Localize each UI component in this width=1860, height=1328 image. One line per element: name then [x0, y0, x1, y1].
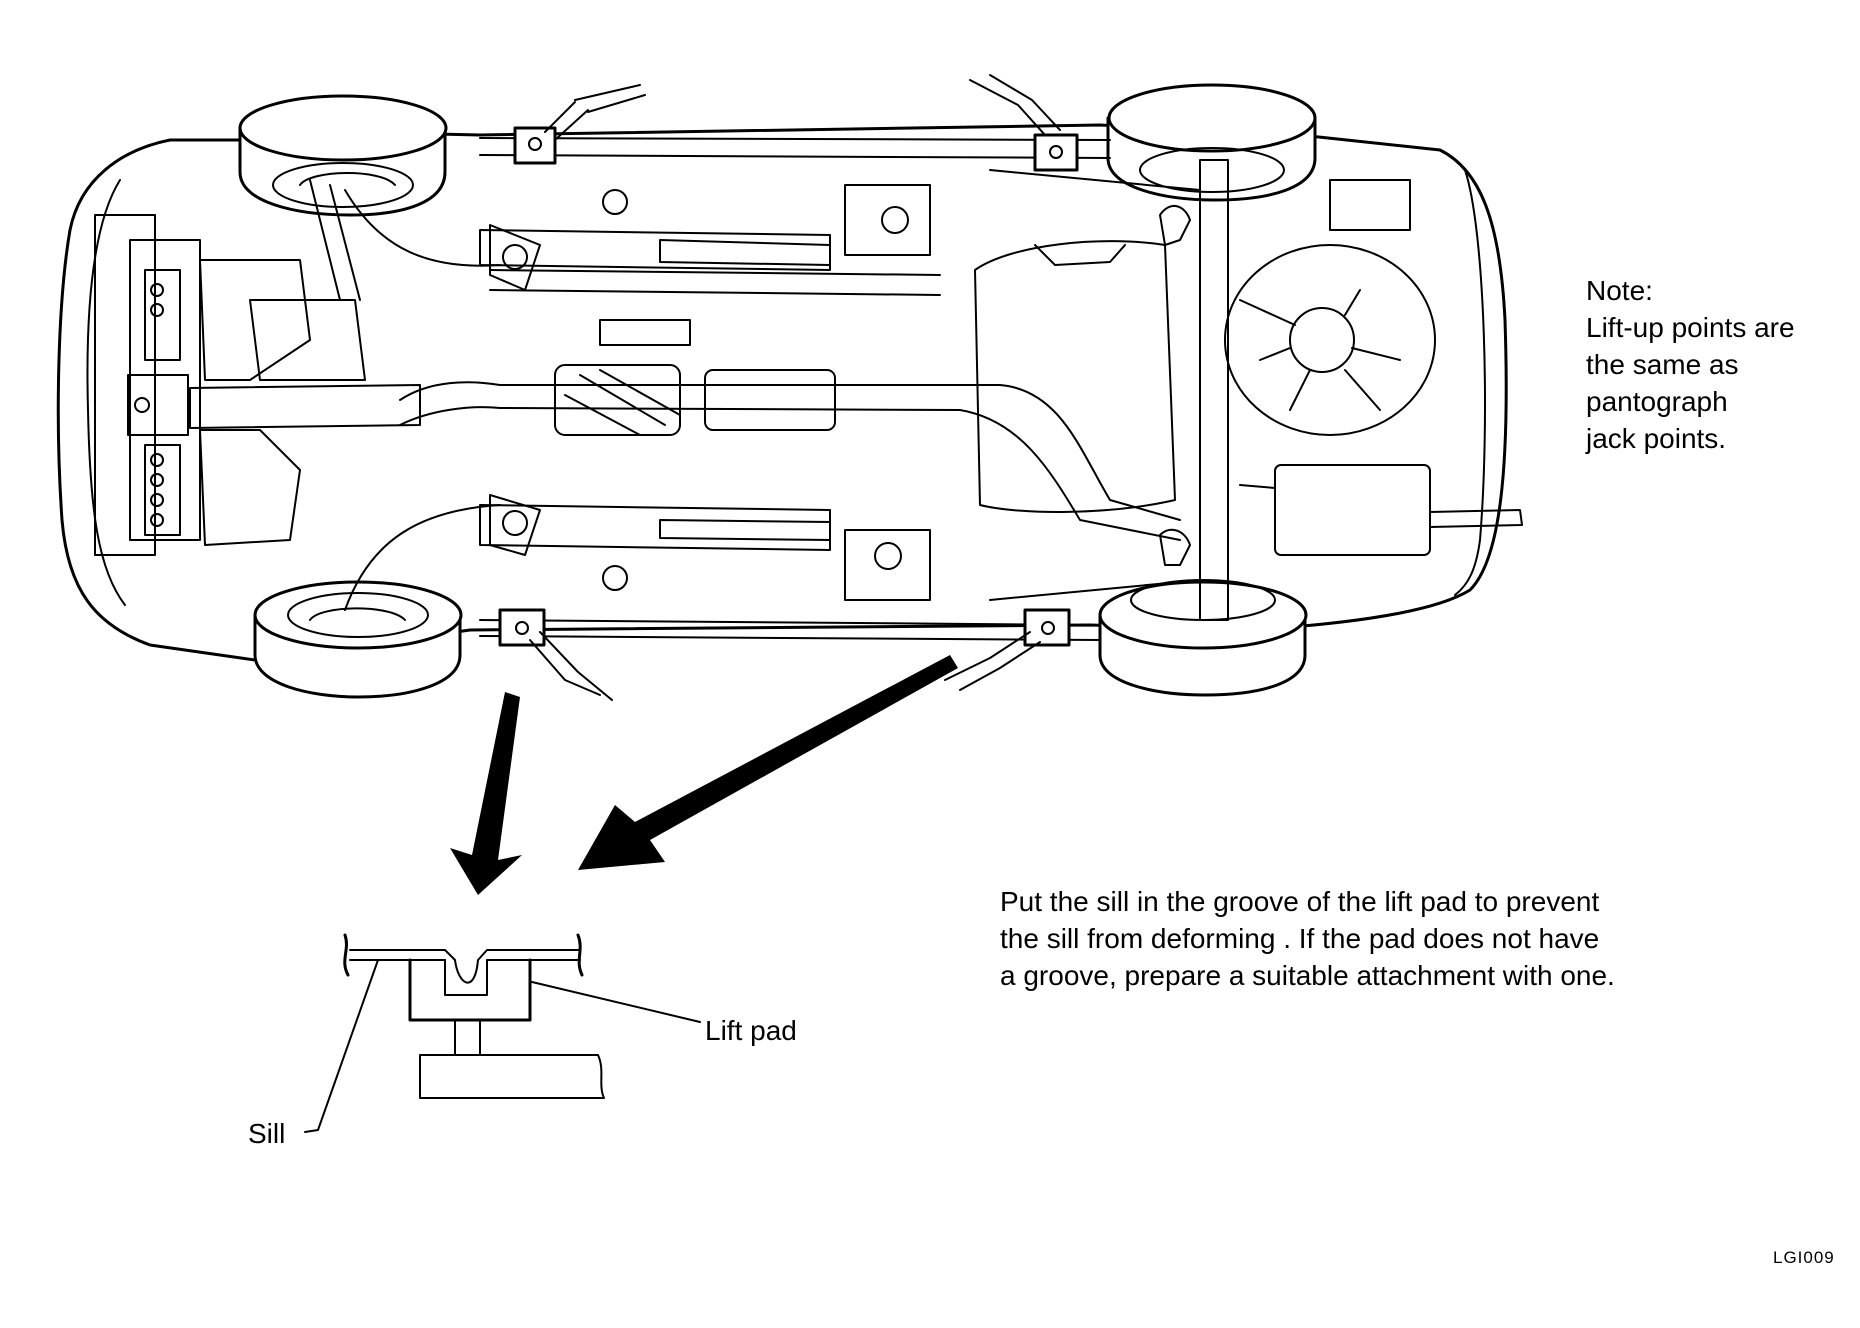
side-sills	[479, 137, 1111, 641]
instruction-line: the sill from deforming . If the pad doe…	[1000, 923, 1600, 954]
rear-left-wheel	[1106, 83, 1317, 202]
arrows-to-detail	[450, 655, 958, 895]
fuel-tank	[974, 240, 1176, 513]
spare-tire	[1224, 244, 1436, 436]
note-line: Note:	[1586, 275, 1653, 306]
instruction-line: a groove, prepare a suitable attachment …	[1000, 960, 1615, 991]
figure-code: LGI009	[1773, 1248, 1835, 1267]
lift-pad-label: Lift pad	[705, 1015, 797, 1046]
note-text: Note: Lift-up points are the same as pan…	[1586, 272, 1795, 457]
note-line: pantograph	[1586, 386, 1728, 417]
front-left-wheel	[238, 94, 448, 217]
lift-point-rear-right	[944, 608, 1071, 691]
note-line: Lift-up points are	[1586, 312, 1795, 343]
note-line: the same as	[1586, 349, 1739, 380]
lift-pad-detail	[304, 933, 701, 1133]
front-right-wheel	[253, 580, 463, 699]
lift-point-front-right	[498, 608, 613, 701]
rear-axle	[989, 159, 1229, 621]
instruction-line: Put the sill in the groove of the lift p…	[1000, 886, 1600, 917]
mounting-points	[489, 184, 931, 601]
sill-label: Sill	[248, 1118, 286, 1149]
rear-muffler	[1239, 179, 1523, 556]
rear-right-wheel	[1098, 579, 1308, 697]
engine-subframe	[94, 179, 501, 611]
exhaust-system	[399, 229, 1181, 551]
lift-point-front-left	[513, 84, 646, 165]
note-line: jack points.	[1586, 423, 1727, 454]
instruction-text: Put the sill in the groove of the lift p…	[1000, 883, 1615, 994]
lift-point-rear-left	[969, 74, 1079, 172]
